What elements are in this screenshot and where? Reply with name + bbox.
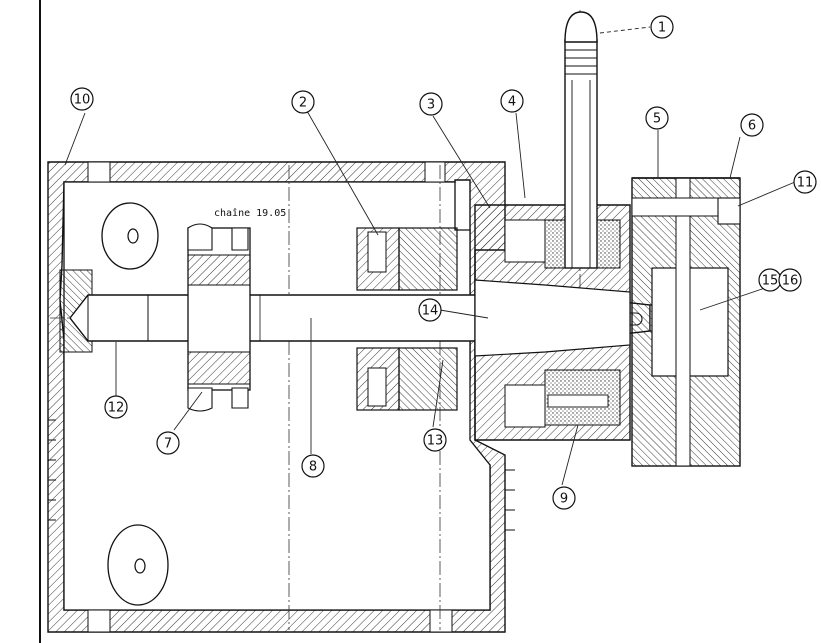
callout-label: 13 [427, 434, 444, 449]
clutch-body [474, 204, 631, 441]
callout-label: 15 [762, 274, 779, 289]
callout-label: 1 [658, 21, 666, 36]
callout-label: 8 [309, 460, 317, 475]
callout-circle [418, 298, 442, 322]
callout-circle [552, 486, 576, 510]
callout-circle [740, 113, 764, 137]
callout-label: 5 [653, 112, 661, 127]
callout-circle [500, 89, 524, 113]
callout-4: 4 [500, 89, 524, 113]
callout-label: 4 [508, 95, 516, 110]
callout-circle [793, 170, 817, 194]
callout-15: 15 [758, 268, 782, 292]
chain-note: chaîne 19.05 [214, 207, 286, 219]
callout-label: 16 [782, 274, 799, 289]
callout-circle [301, 454, 325, 478]
callout-6: 6 [740, 113, 764, 137]
callout-14: 14 [418, 298, 442, 322]
callout-circle [156, 431, 180, 455]
callout-9: 9 [552, 486, 576, 510]
callout-label: 2 [299, 96, 307, 111]
mounting-hole-upper [101, 202, 159, 270]
callout-label: 10 [74, 93, 91, 108]
bearing-ring [356, 227, 458, 411]
mounting-hole-lower [107, 524, 169, 606]
callout-label: 3 [427, 98, 435, 113]
callout-circle [650, 15, 674, 39]
leader-lines [64, 26, 796, 486]
callout-label: 14 [422, 304, 439, 319]
callout-circle [423, 428, 447, 452]
callout-label: 9 [560, 492, 568, 507]
callout-2: 2 [291, 90, 315, 114]
callout-12: 12 [104, 395, 128, 419]
callout-label: 12 [108, 401, 125, 416]
callout-3: 3 [419, 92, 443, 116]
callout-5: 5 [645, 106, 669, 130]
callout-10: 10 [70, 87, 94, 111]
callout-circle [291, 90, 315, 114]
callout-1: 1 [650, 15, 674, 39]
callout-label: 7 [164, 437, 172, 452]
callout-circle [70, 87, 94, 111]
callout-label: 6 [748, 119, 756, 134]
sprocket [187, 223, 251, 412]
callout-label: 11 [797, 176, 814, 191]
callout-circle [645, 106, 669, 130]
callout-13: 13 [423, 428, 447, 452]
callout-7: 7 [156, 431, 180, 455]
callout-circle [419, 92, 443, 116]
lever [564, 11, 598, 269]
callout-16: 16 [778, 268, 802, 292]
callout-8: 8 [301, 454, 325, 478]
callout-11: 11 [793, 170, 817, 194]
hand-wheel [631, 177, 741, 467]
callout-circle [778, 268, 802, 292]
callout-circle [104, 395, 128, 419]
